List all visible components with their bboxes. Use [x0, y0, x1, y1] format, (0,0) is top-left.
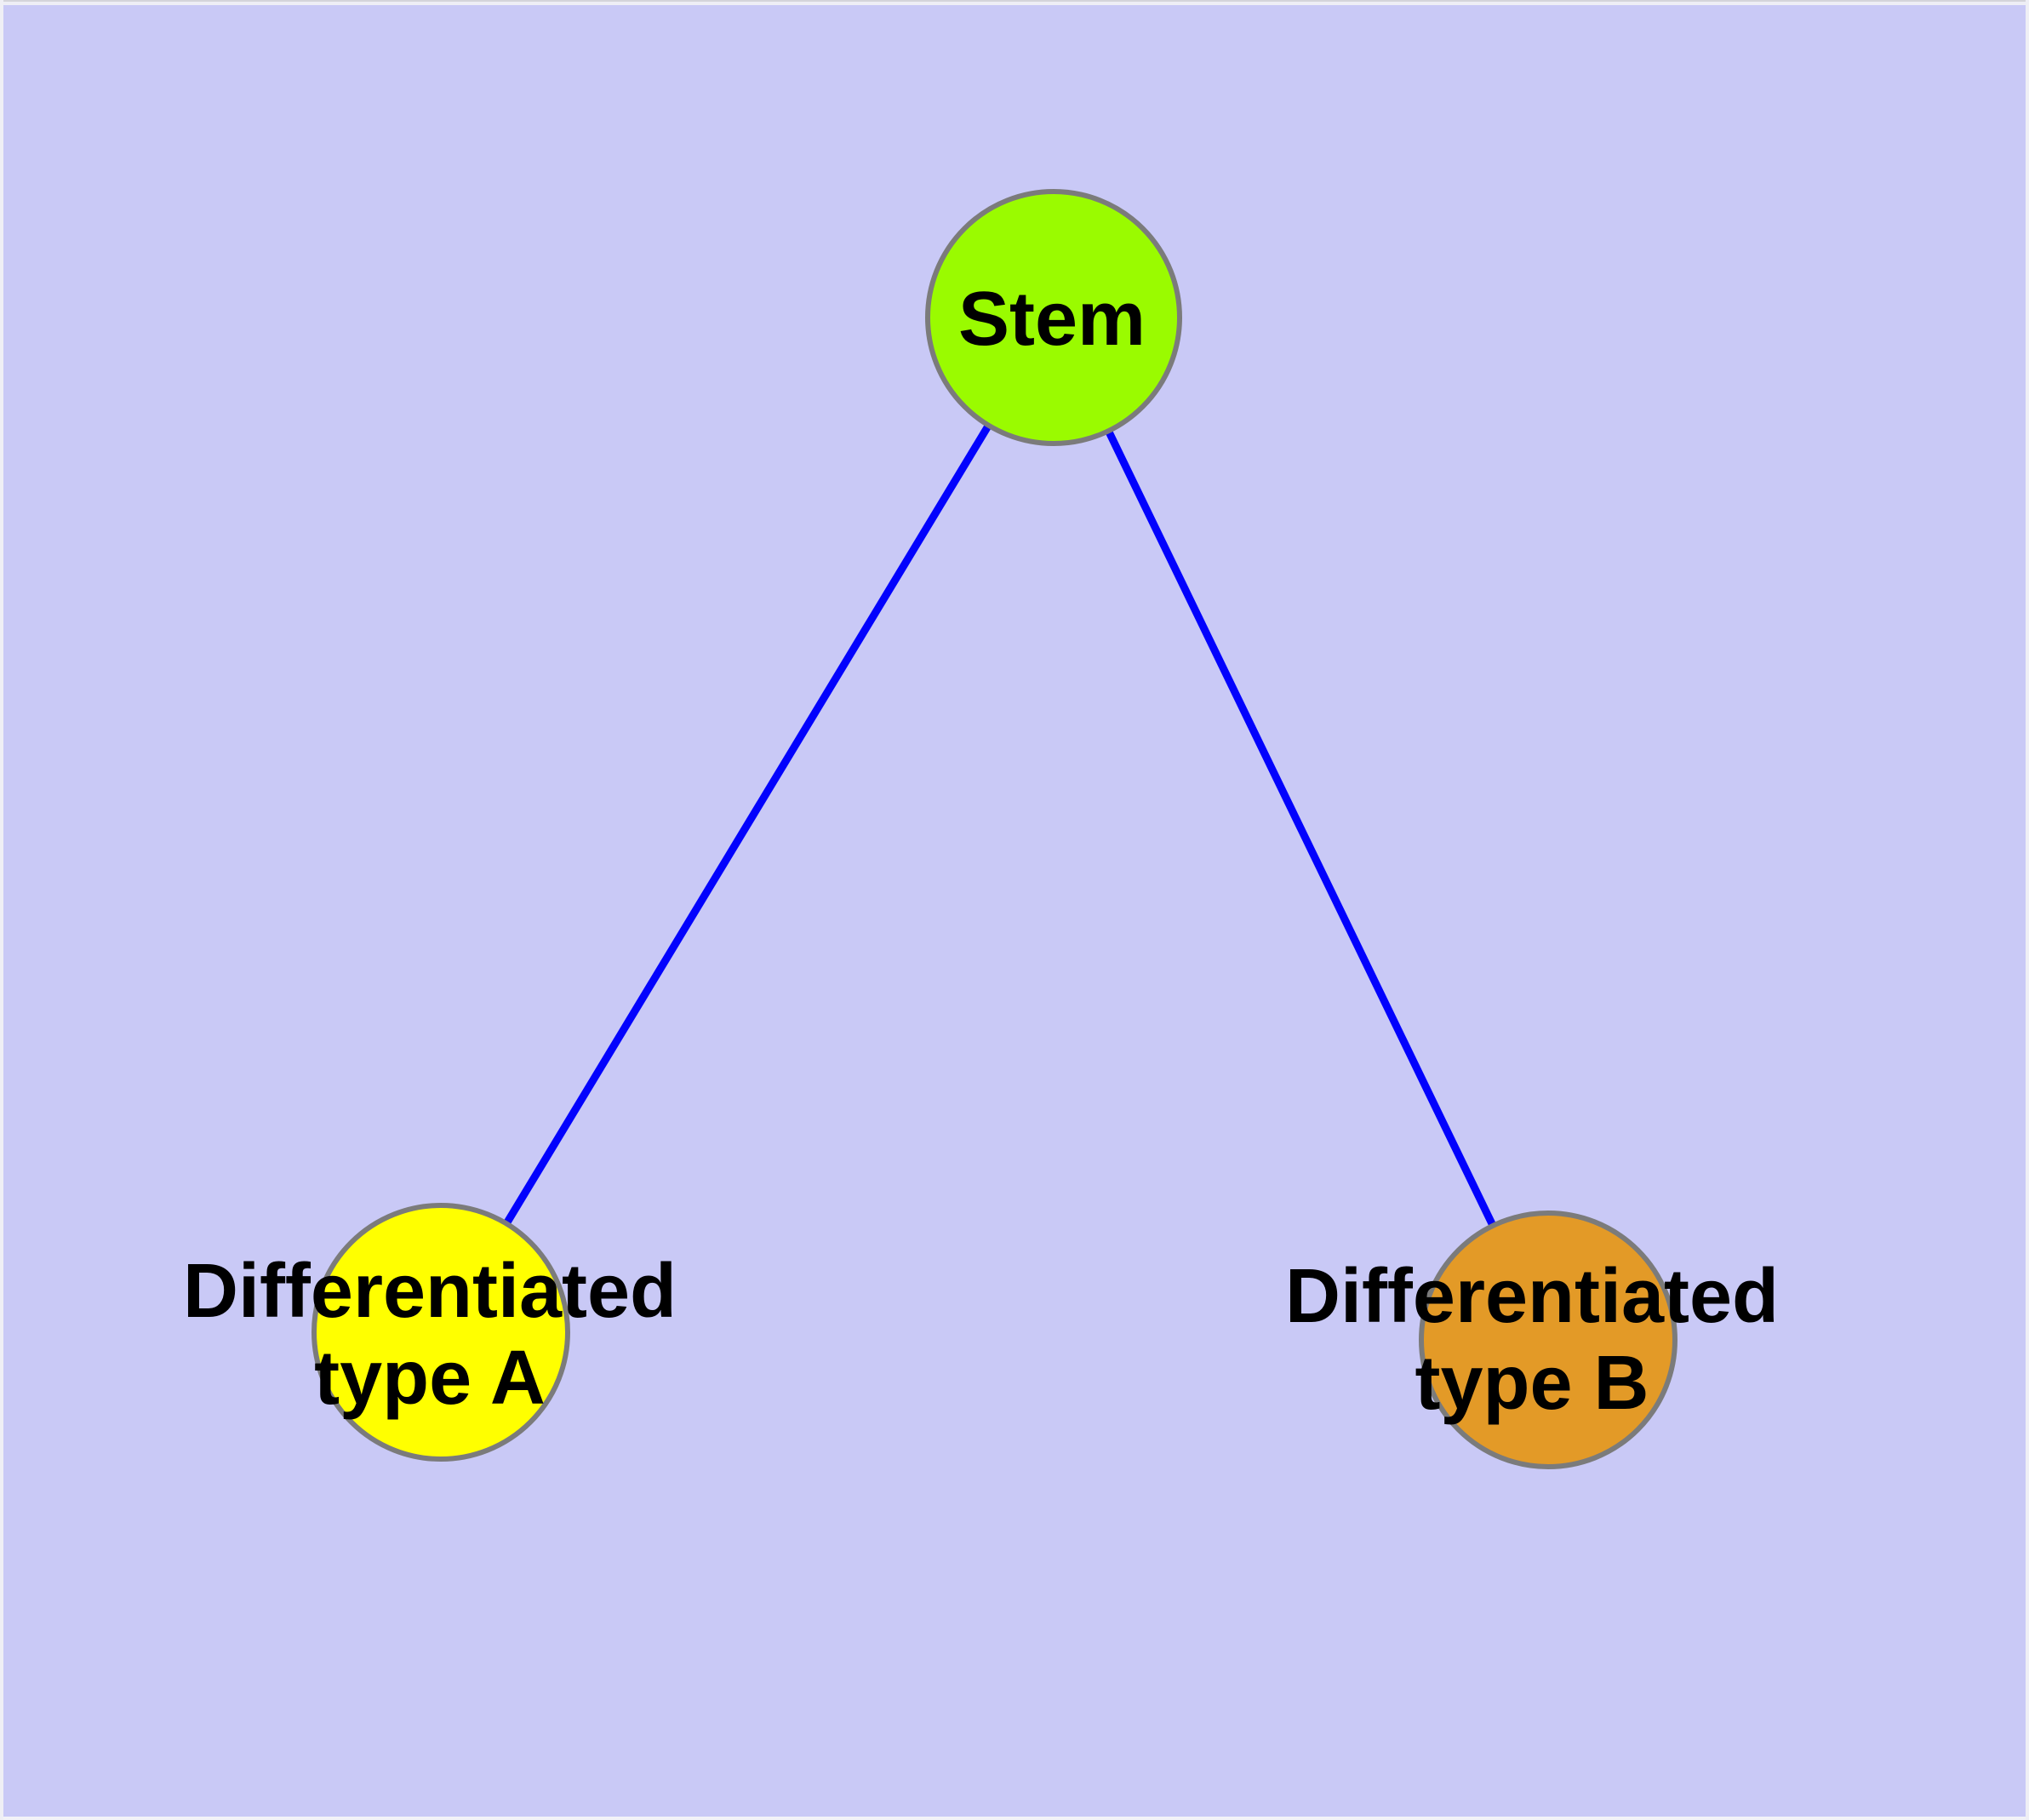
top-hairline — [0, 0, 2029, 2]
node-stem-circle — [925, 189, 1182, 446]
bottom-border-strip — [0, 1817, 2029, 1820]
edge-stem-to-type-a — [437, 315, 1057, 1335]
node-type-a-circle — [311, 1203, 570, 1462]
edge-stem-to-type-b — [1049, 316, 1552, 1342]
top-border-strip — [0, 2, 2029, 5]
node-type-b-circle — [1419, 1210, 1677, 1469]
left-border-strip — [0, 0, 3, 1820]
right-border-strip — [2026, 0, 2029, 1820]
